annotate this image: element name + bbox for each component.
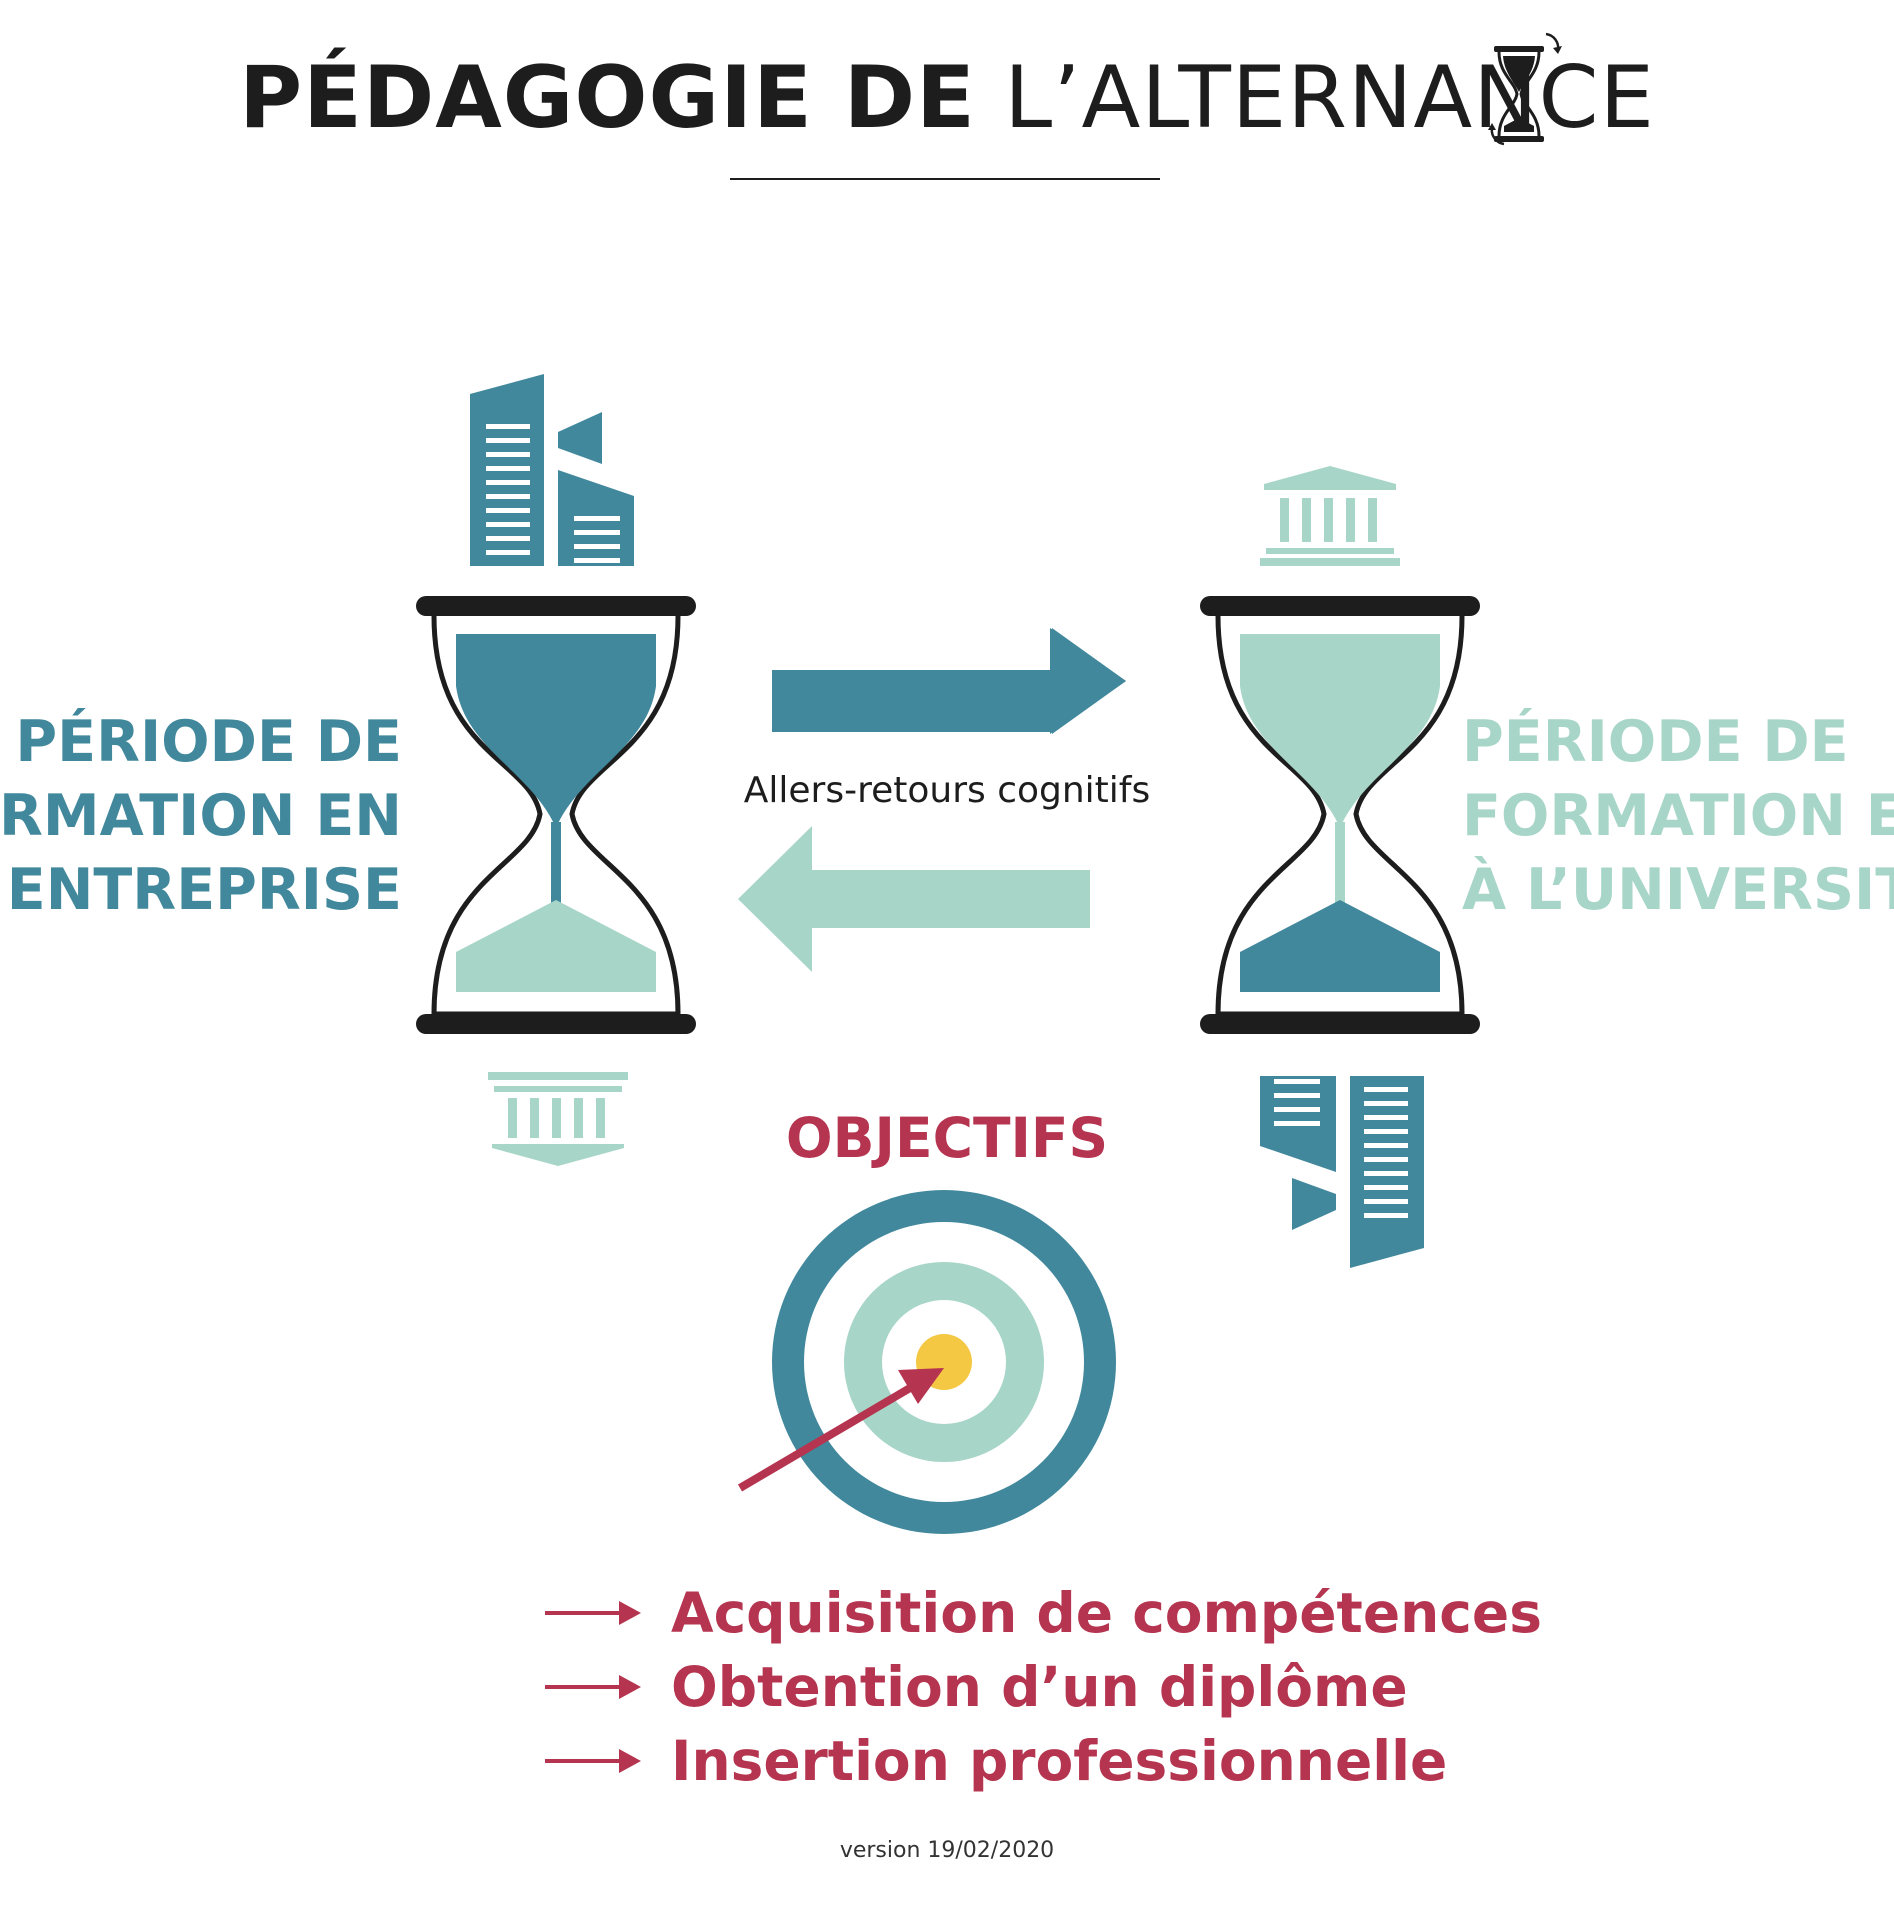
hourglass-left-icon — [416, 596, 696, 1034]
left-period-label: PÉRIODE DE FORMATION EN ENTREPRISE — [0, 705, 402, 927]
title-hourglass-icon — [1488, 32, 1562, 146]
arrow-right-icon — [772, 628, 1126, 734]
right-period-line: À L’UNIVERSITÉ — [1462, 857, 1894, 923]
arrow-right-icon — [545, 1749, 641, 1773]
office-buildings-inverted-icon — [1260, 1076, 1424, 1268]
objective-item: Acquisition de compétences — [545, 1576, 1542, 1650]
exchange-caption: Allers-retours cognitifs — [743, 770, 1151, 811]
university-building-icon — [1260, 466, 1400, 566]
left-period-line: FORMATION EN — [0, 783, 402, 849]
objective-item: Obtention d’un diplôme — [545, 1650, 1408, 1724]
office-buildings-icon — [470, 374, 634, 566]
arrow-left-icon — [738, 826, 1090, 972]
left-period-line: ENTREPRISE — [6, 857, 402, 923]
version-label: version 19/02/2020 — [839, 1838, 1055, 1863]
arrow-right-icon — [545, 1601, 641, 1625]
arrow-right-icon — [545, 1675, 641, 1699]
objectives-title: OBJECTIFS — [785, 1106, 1109, 1170]
right-period-line: FORMATION EN — [1462, 783, 1894, 849]
hourglass-right-icon — [1200, 596, 1480, 1034]
right-period-label: PÉRIODE DE FORMATION EN À L’UNIVERSITÉ — [1462, 705, 1894, 927]
university-building-inverted-icon — [488, 1072, 628, 1166]
objective-text: Acquisition de compétences — [671, 1581, 1542, 1645]
objective-item: Insertion professionnelle — [545, 1724, 1447, 1798]
title-divider — [730, 178, 1160, 180]
objective-text: Obtention d’un diplôme — [671, 1655, 1408, 1719]
title-bold: PÉDAGOGIE DE — [239, 48, 976, 148]
title-light: L’ALTERNANCE — [1004, 48, 1655, 148]
right-period-line: PÉRIODE DE — [1462, 709, 1849, 775]
page-title: PÉDAGOGIE DE L’ALTERNANCE — [0, 48, 1894, 148]
target-icon — [737, 1190, 1116, 1534]
objective-text: Insertion professionnelle — [671, 1729, 1448, 1793]
left-period-line: PÉRIODE DE — [15, 709, 402, 775]
